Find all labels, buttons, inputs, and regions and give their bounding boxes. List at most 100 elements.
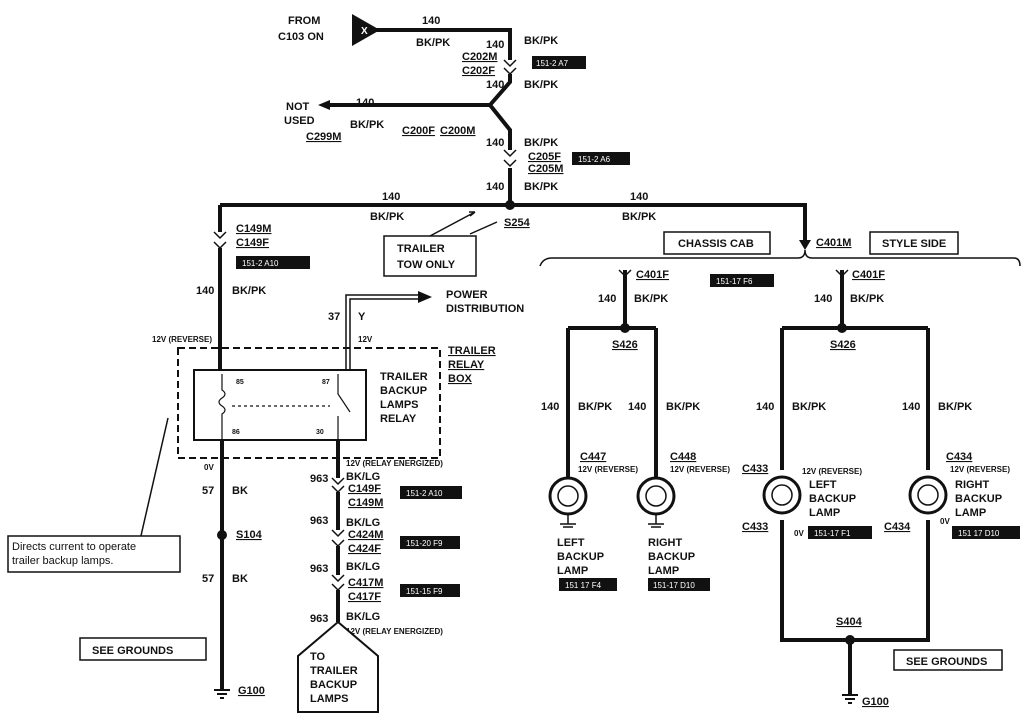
splice-s254-label: S254 — [504, 217, 531, 229]
ref-text: 151-17 F6 — [716, 277, 753, 286]
pin-label: 86 — [232, 429, 240, 436]
wire-label: 140 — [422, 15, 440, 27]
wire-color: BK — [232, 485, 248, 497]
svg-text:X: X — [361, 26, 368, 37]
ref-box — [400, 584, 460, 597]
wire-label: 140 — [756, 401, 774, 413]
wire-color: BK/PK — [850, 293, 884, 305]
ref-text: 151-20 F9 — [406, 539, 443, 548]
relay-coil-icon — [218, 374, 351, 440]
wire-label: 140 — [196, 285, 214, 297]
ref-text: 151-2 A6 — [578, 155, 611, 164]
splice-s104 — [217, 530, 227, 540]
relay-label: BACKUP — [380, 385, 427, 397]
lamp-label: LEFT — [557, 537, 585, 549]
callout-text: trailer backup lamps. — [12, 555, 114, 567]
connector-c447: C447 — [580, 451, 606, 463]
ref-text: 151-2 A10 — [406, 489, 443, 498]
ref-box — [710, 274, 774, 287]
relay-box-label: RELAY — [448, 359, 485, 371]
trailer-tow-label: TOW ONLY — [397, 259, 456, 271]
splice-s404-label: S404 — [836, 616, 863, 628]
callout-pointer — [139, 417, 169, 541]
relay-label: TRAILER — [380, 371, 428, 383]
lamp-bulb-icon — [548, 476, 588, 528]
callout-text: Directs current to operate — [12, 541, 136, 553]
wire-label: 140 — [628, 401, 646, 413]
chassis-cab-label: CHASSIS CAB — [678, 238, 754, 250]
not-used-arrow-icon — [318, 100, 330, 110]
variant-bracket — [539, 249, 1021, 267]
voltage-label: 12V (REVERSE) — [802, 467, 862, 476]
wire-label: 140 — [486, 39, 504, 51]
connector-c205m: C205M — [528, 163, 563, 175]
lamp-label: BACKUP — [557, 551, 604, 563]
connector-c434: C434 — [884, 521, 911, 533]
from-label-1: FROM — [288, 15, 320, 27]
voltage-label: 12V — [358, 335, 373, 344]
wire-color: BK/LG — [346, 611, 380, 623]
wire-color: BK/PK — [524, 79, 558, 91]
splice-s404 — [845, 635, 855, 645]
wire-label: 963 — [310, 563, 328, 575]
wire-color: BK — [232, 573, 248, 585]
pin-label: 85 — [236, 379, 244, 386]
connector-c205f: C205F — [528, 151, 561, 163]
splice-points — [217, 200, 855, 645]
connector-c424f: C424F — [348, 543, 381, 555]
lamp-label: BACKUP — [809, 493, 856, 505]
ref-text: 151-17 F1 — [814, 529, 851, 538]
style-side-label: STYLE SIDE — [882, 238, 946, 250]
ref-text: 151 17 D10 — [958, 529, 1000, 538]
wire-label: 140 — [486, 181, 504, 193]
to-trailer-label: LAMPS — [310, 693, 349, 705]
wire-label: 963 — [310, 515, 328, 527]
to-trailer-label: TRAILER — [310, 665, 358, 677]
ref-box — [559, 578, 617, 591]
connector-c448: C448 — [670, 451, 696, 463]
lamp-label: LAMP — [557, 565, 588, 577]
power-dist-label: DISTRIBUTION — [446, 303, 524, 315]
ref-box — [400, 536, 460, 549]
lamp-label: LEFT — [809, 479, 837, 491]
c401m-arrow-icon — [799, 240, 811, 250]
trailer-tow-only-box — [383, 235, 477, 277]
to-trailer-label: BACKUP — [310, 679, 357, 691]
wire-color: BK/PK — [524, 137, 558, 149]
splice-s104-label: S104 — [236, 529, 263, 541]
voltage-label: 0V — [204, 463, 214, 472]
from-label-2: C103 ON — [278, 31, 324, 43]
connector-c202m: C202M — [462, 51, 497, 63]
relay-label: RELAY — [380, 413, 417, 425]
wire-label: 140 — [814, 293, 832, 305]
connector-c417m: C417M — [348, 577, 383, 589]
wire-label: 140 — [486, 137, 504, 149]
lamp-label: RIGHT — [955, 479, 990, 491]
connector-c200f: C200F — [402, 125, 435, 137]
connector-c299m: C299M — [306, 131, 341, 143]
wire-color: BK/PK — [634, 293, 668, 305]
voltage-label: 12V (RELAY ENERGIZED) — [346, 627, 443, 636]
lamp-label: LAMP — [809, 507, 840, 519]
ref-text: 151-2 A7 — [536, 59, 569, 68]
ref-text: 151-17 D10 — [653, 581, 695, 590]
wire-label: 140 — [541, 401, 559, 413]
c103-connector-icon: X — [352, 14, 380, 46]
connector-c424m: C424M — [348, 529, 383, 541]
wire-label: 963 — [310, 473, 328, 485]
not-used-2: USED — [284, 115, 315, 127]
connector-c433: C433 — [742, 463, 768, 475]
pin-label: 87 — [322, 379, 330, 386]
wire-label: 37 — [328, 311, 340, 323]
connector-c149f: C149F — [348, 483, 381, 495]
splice-s426-label: S426 — [612, 339, 638, 351]
voltage-label: 12V (REVERSE) — [152, 335, 212, 344]
wire-color: BK/PK — [416, 37, 450, 49]
splice-s426-right — [837, 323, 847, 333]
wire-color: Y — [358, 311, 366, 323]
connector-c149f: C149F — [236, 237, 269, 249]
voltage-label: 0V — [940, 517, 950, 526]
splice-s426-label: S426 — [830, 339, 856, 351]
lamp-label: LAMP — [955, 507, 986, 519]
wire-color: BK/PK — [622, 211, 656, 223]
